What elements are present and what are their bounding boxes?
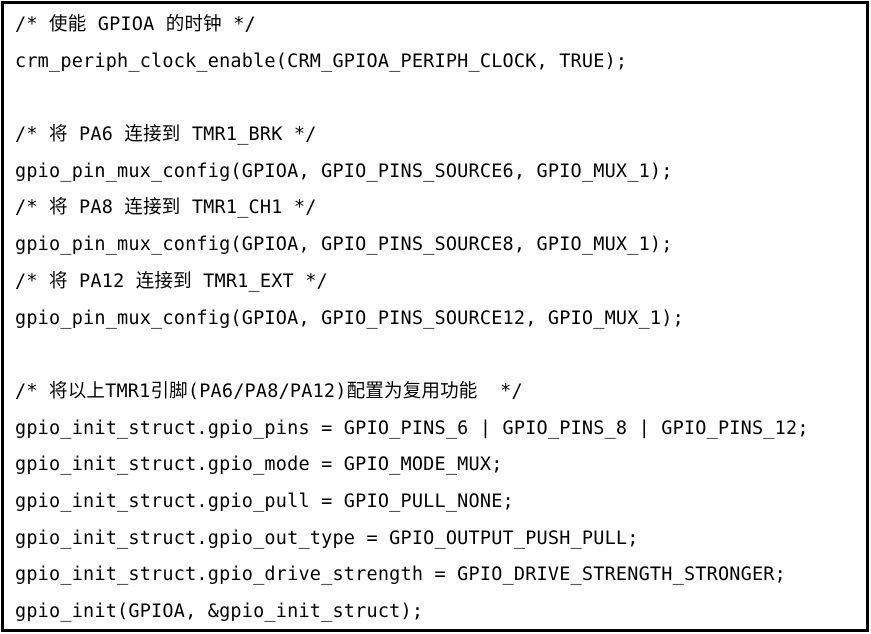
code-line: gpio_init_struct.gpio_mode = GPIO_MODE_M… — [15, 454, 503, 476]
code-line: gpio_init_struct.gpio_drive_strength = G… — [15, 564, 786, 586]
code-line: /* 使能 GPIOA 的时钟 */ — [15, 14, 256, 35]
code-line: crm_periph_clock_enable(CRM_GPIOA_PERIPH… — [15, 50, 628, 72]
code-line-blank — [15, 337, 862, 374]
code-line: gpio_init_struct.gpio_pull = GPIO_PULL_N… — [15, 490, 514, 512]
code-line-blank — [15, 80, 862, 117]
code-line: /* 将以上TMR1引脚(PA6/PA8/PA12)配置为复用功能 */ — [15, 380, 523, 402]
code-line: /* 将 PA8 连接到 TMR1_CH1 */ — [15, 197, 317, 219]
code-line: /* 将 PA6 连接到 TMR1_BRK */ — [15, 124, 317, 146]
code-line: gpio_init(GPIOA, &gpio_init_struct); — [15, 601, 424, 622]
code-line: gpio_init_struct.gpio_pins = GPIO_PINS_6… — [15, 417, 809, 439]
code-line: gpio_init_struct.gpio_out_type = GPIO_OU… — [15, 527, 639, 549]
code-line: /* 将 PA12 连接到 TMR1_EXT */ — [15, 270, 328, 292]
code-line: gpio_pin_mux_config(GPIOA, GPIO_PINS_SOU… — [15, 160, 673, 182]
code-line: gpio_pin_mux_config(GPIOA, GPIO_PINS_SOU… — [15, 307, 684, 329]
code-line: gpio_pin_mux_config(GPIOA, GPIO_PINS_SOU… — [15, 234, 673, 256]
